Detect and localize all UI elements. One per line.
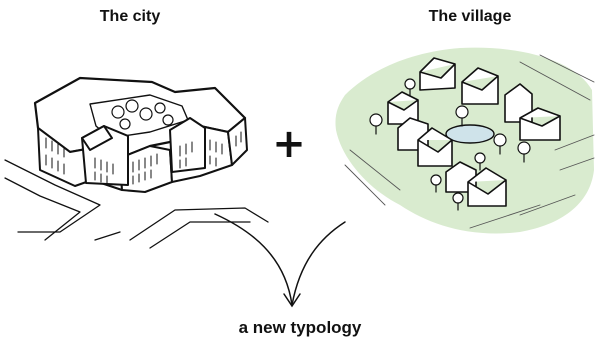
plus-operator: + bbox=[272, 121, 306, 167]
city-heading: The city bbox=[99, 8, 161, 25]
village-field-lines bbox=[344, 54, 595, 229]
result-caption: a new typology bbox=[238, 318, 362, 337]
village-illustration bbox=[335, 47, 595, 234]
village-houses bbox=[387, 57, 561, 207]
city-courtyard-trees bbox=[111, 99, 174, 130]
city-corner-buildings bbox=[81, 117, 206, 186]
city-block-illustration bbox=[4, 76, 269, 249]
village-heading: The village bbox=[428, 8, 512, 25]
city-windows bbox=[45, 131, 242, 185]
merge-arrow bbox=[214, 213, 346, 308]
village-pond bbox=[445, 124, 495, 144]
village-trees bbox=[369, 78, 531, 211]
